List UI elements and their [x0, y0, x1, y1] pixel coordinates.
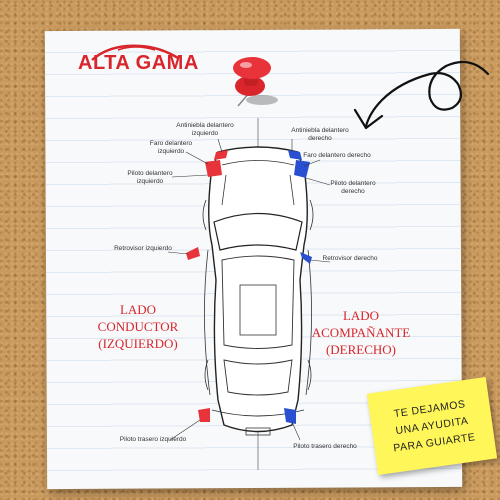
label-pilot-front-left: Piloto delantero izquierdo	[127, 170, 173, 185]
label-head-left: Faro delantero izquierdo	[149, 140, 193, 155]
brand-logo: ALTA GAMA	[78, 52, 199, 74]
label-pilot-rear-left: Piloto trasero izquierdo	[119, 436, 187, 443]
passenger-side-text: LADO ACOMPAÑANTE (DERECHO)	[305, 307, 417, 358]
label-fog-left: Antiniebla delantero izquierdo	[176, 122, 234, 137]
passenger-line-1: LADO	[342, 308, 380, 323]
sticky-note: TE DEJAMOS UNA AYUDITA PARA GUIARTE	[366, 377, 498, 475]
label-fog-right: Antiniebla delantero derecho	[291, 127, 349, 142]
label-mirror-left: Retrovisor izquierdo	[114, 245, 172, 252]
label-pilot-front-right: Piloto delantero derecho	[330, 180, 376, 195]
driver-line-1: LADO	[119, 302, 157, 317]
passenger-line-2: ACOMPAÑANTE	[311, 325, 411, 340]
label-pilot-rear-right: Piloto trasero derecho	[293, 443, 357, 450]
passenger-line-3: (DERECHO)	[325, 342, 397, 357]
sticky-text: TE DEJAMOS UNA AYUDITA PARA GUIARTE	[369, 393, 495, 460]
driver-side-text: LADO CONDUCTOR (IZQUIERDO)	[88, 301, 188, 352]
driver-line-3: (IZQUIERDO)	[98, 336, 178, 351]
label-head-right: Faro delantero derecho	[303, 152, 371, 159]
label-mirror-right: Retrovisor derecho	[322, 255, 378, 262]
driver-line-2: CONDUCTOR	[97, 319, 179, 334]
